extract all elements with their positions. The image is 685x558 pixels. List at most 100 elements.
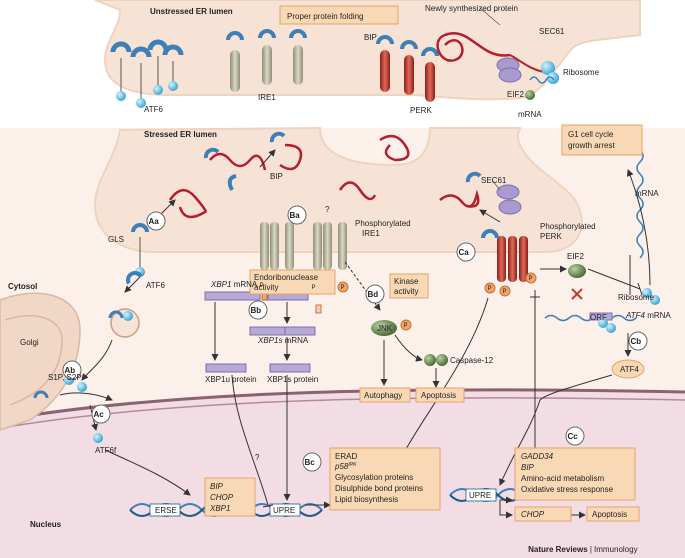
label-question-1: ? — [325, 205, 330, 214]
box-endo-line2: activity — [254, 283, 278, 292]
label-upre-1: UPRE — [273, 506, 295, 515]
atf6-cytosol — [33, 271, 143, 443]
box-endo-line1: Endoribonuclease — [254, 273, 319, 282]
label-phos-ire1-2: IRE1 — [362, 229, 380, 238]
box-g1-line2: growth arrest — [568, 141, 615, 150]
box-atf4-gene-2: BIP — [521, 463, 535, 472]
label-nucleus: Nucleus — [30, 520, 62, 529]
box-erse-gene-1: BIP — [210, 482, 224, 491]
label-cytosol: Cytosol — [8, 282, 37, 291]
badge-ca: Ca — [459, 248, 470, 257]
label-ribosome-mid: Ribosome — [618, 293, 655, 302]
label-unstressed-er: Unstressed ER lumen — [150, 7, 233, 16]
label-atf4-mrna: ATF4 mRNA — [625, 311, 671, 320]
label-sec61-top: SEC61 — [539, 27, 565, 36]
label-ribosome-top: Ribosome — [563, 68, 600, 77]
label-jnk: JNK — [377, 324, 393, 333]
phosphate-labels: P P P P P P P — [260, 276, 533, 329]
label-bip-top: BIP — [364, 33, 377, 42]
label-question-2: ? — [255, 453, 260, 462]
credit-section: Immunology — [594, 545, 638, 554]
label-stressed-er: Stressed ER lumen — [144, 130, 217, 139]
ire1-stressed — [260, 222, 347, 270]
box-upre-gene-1: Glycosylation proteins — [335, 473, 413, 482]
box-autophagy: Autophagy — [364, 391, 402, 400]
svg-text:P: P — [260, 283, 264, 289]
credit-journal: Nature Reviews | — [528, 545, 592, 554]
box-apoptosis-2: Apoptosis — [592, 510, 627, 519]
label-bip-mid: BIP — [270, 172, 283, 181]
atf4-protein — [611, 359, 645, 379]
label-eif2-mid: EIF2 — [567, 252, 584, 261]
label-upre-2: UPRE — [469, 491, 491, 500]
label-caspase12: Caspase-12 — [450, 356, 494, 365]
label-gls: GLS — [108, 235, 124, 244]
label-atf6f: ATF6f — [95, 446, 117, 455]
svg-text:P: P — [488, 286, 492, 292]
badge-bc: Bc — [305, 458, 316, 467]
badge-bb: Bb — [251, 306, 262, 315]
label-ire1-top: IRE1 — [258, 93, 276, 102]
svg-text:P: P — [341, 285, 345, 291]
box-upre-erad: ERAD — [335, 452, 357, 461]
badge-ab: Ab — [65, 366, 76, 375]
label-phos-perk-2: PERK — [540, 232, 562, 241]
badge-aa: Aa — [149, 217, 160, 226]
badge-cc: Cc — [568, 432, 579, 441]
step-badges — [62, 205, 648, 472]
svg-text:P: P — [529, 276, 533, 282]
box-erse-gene-3: XBP1 — [209, 504, 230, 513]
box-atf4-gene-3: Amino-acid metabolism — [521, 474, 604, 483]
box-kinase-line2: activity — [394, 287, 418, 296]
label-atf6-top: ATF6 — [144, 105, 164, 114]
ire1-unstressed — [226, 29, 307, 92]
box-atf4-gene-1: GADD34 — [521, 452, 554, 461]
misfolded-proteins — [168, 131, 482, 219]
box-chop: CHOP — [521, 510, 545, 519]
label-mrna-top: mRNA — [518, 110, 542, 119]
box-atf4-gene-4: Oxidative stress response — [521, 485, 614, 494]
badge-bd: Bd — [368, 290, 379, 299]
svg-text:P: P — [404, 323, 408, 329]
box-upre-gene-2: Disulphide bond proteins — [335, 484, 423, 493]
label-erse: ERSE — [155, 506, 177, 515]
label-atf6-mid: ATF6 — [146, 281, 166, 290]
box-upre-p58: p58IPK — [334, 462, 357, 471]
label-xbp1u-protein: XBP1u protein — [205, 375, 257, 384]
label-sec61-mid: SEC61 — [481, 176, 507, 185]
label-mrna-right: mRNA — [635, 189, 659, 198]
bip-atf6-cluster-unstressed — [110, 39, 184, 108]
translocon-top — [436, 7, 559, 100]
label-perk-top: PERK — [410, 106, 432, 115]
eif2-pathway — [544, 149, 660, 333]
label-orf: ORF — [590, 313, 607, 322]
box-erse-gene-2: CHOP — [210, 493, 234, 502]
orange-boxes — [204, 5, 643, 522]
perk-unstressed — [376, 35, 439, 102]
perk-stressed — [481, 179, 528, 282]
label-xbp1s-protein: XBP1s protein — [267, 375, 318, 384]
stressed-er-membrane — [93, 126, 583, 253]
label-atf4: ATF4 — [620, 365, 640, 374]
jnk-caspase — [371, 320, 448, 366]
label-golgi: Golgi — [20, 338, 39, 347]
box-kinase-line1: Kinase — [394, 277, 419, 286]
badge-ac: Ac — [94, 410, 105, 419]
badge-cb: Cb — [631, 337, 642, 346]
label-newly-synthesized: Newly synthesized protein — [425, 4, 518, 13]
label-phos-ire1-1: Phosphorylated — [355, 219, 411, 228]
box-upre-gene-3: Lipid biosynthesis — [335, 495, 398, 504]
label-phos-perk-1: Phosphorylated — [540, 222, 596, 231]
svg-text:P: P — [503, 289, 507, 295]
label-xbp1-mrna: XBP1 mRNA — [210, 280, 258, 289]
label-xbp1s-mrna: XBP1s mRNA — [257, 336, 309, 345]
nuclear-envelope — [0, 388, 685, 422]
label-eif2-top: EIF2 — [507, 90, 524, 99]
box-proper-folding: Proper protein folding — [287, 12, 364, 21]
box-g1-line1: G1 cell cycle — [568, 130, 614, 139]
badge-ba: Ba — [290, 211, 301, 220]
box-apoptosis-1: Apoptosis — [421, 391, 456, 400]
svg-text:P: P — [312, 285, 316, 291]
